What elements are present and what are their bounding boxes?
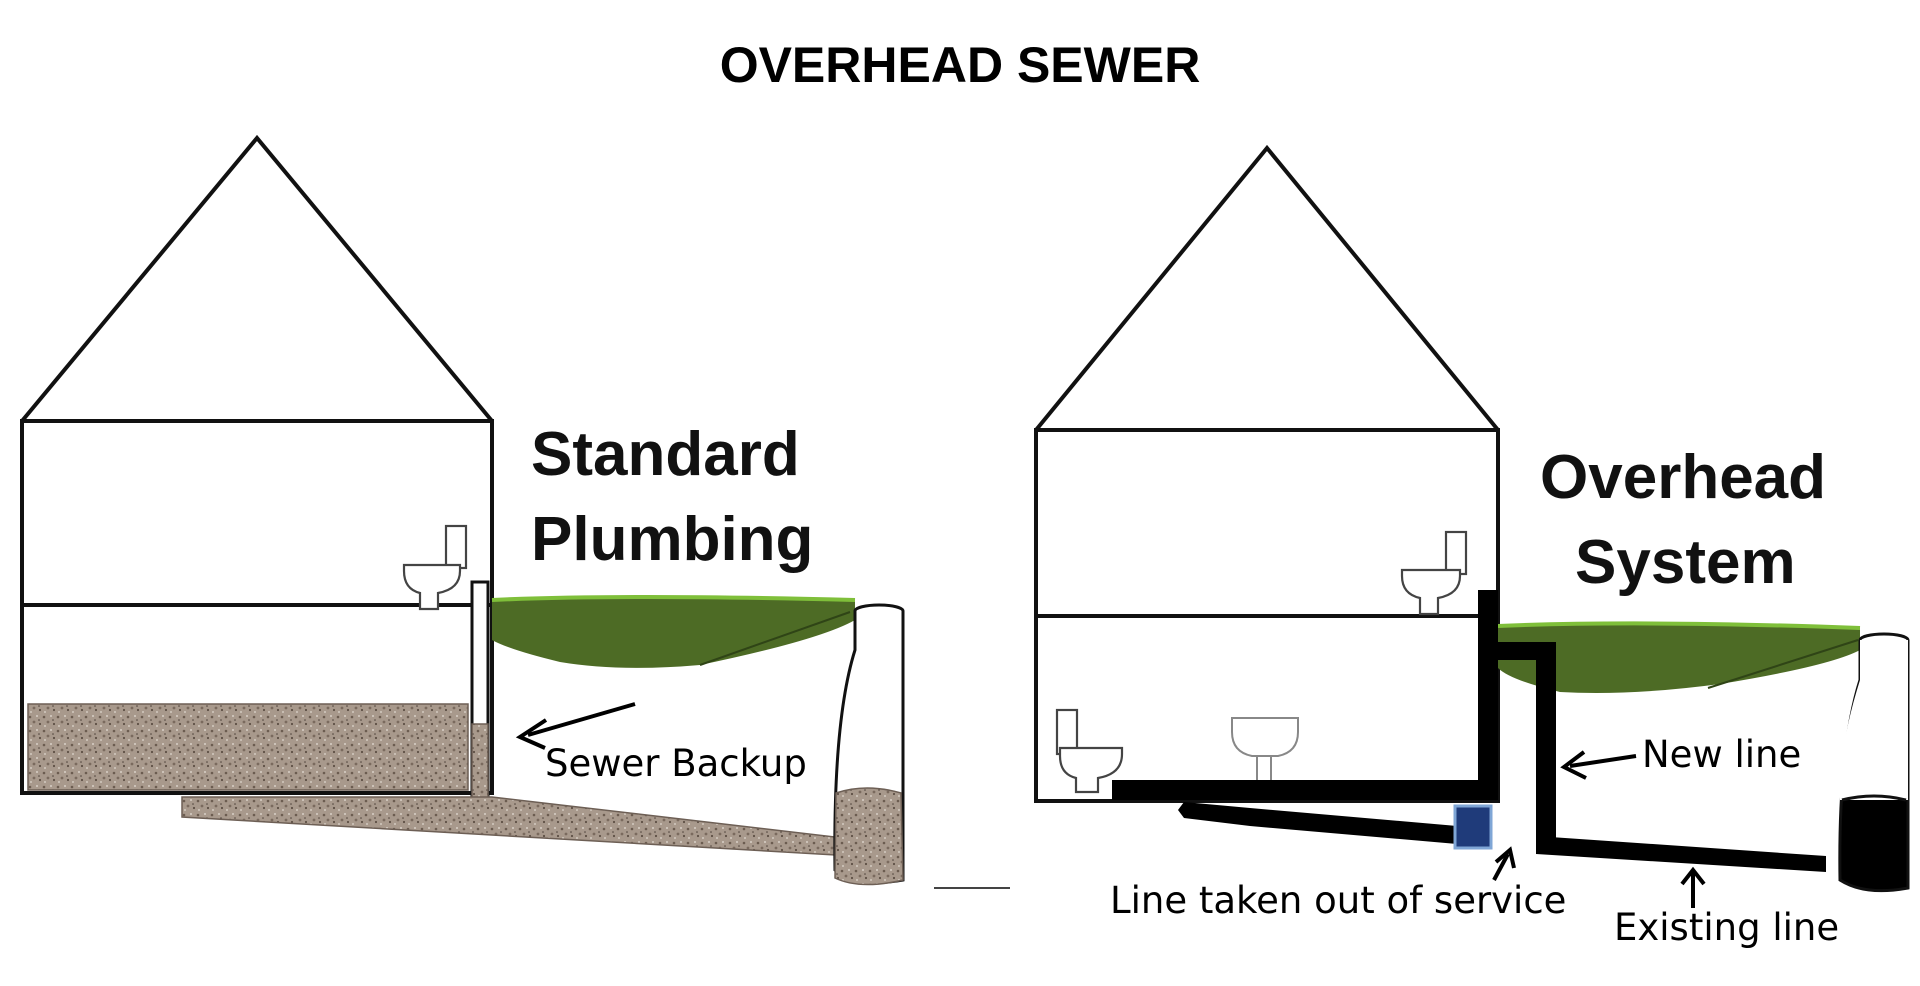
right-basement-toilet-icon [1055,708,1124,794]
standard-plumbing-panel: Standard Plumbing Sewer Backup [20,134,1010,889]
diagram-title: OVERHEAD SEWER [720,37,1201,93]
left-heading-line2: Plumbing [531,505,813,574]
right-heading-line1: Overhead [1540,443,1826,512]
left-municipal-sewer [833,603,905,886]
left-ground-edge [491,595,856,602]
left-basement-sewage [27,703,469,791]
right-municipal-sewer [1838,632,1910,893]
right-upstairs-toilet-icon [1400,530,1468,616]
new-line-label: New line [1642,733,1801,776]
left-toilet-icon [402,524,468,611]
sewer-backup-arrow [515,702,636,750]
sewer-backup-label: Sewer Backup [545,742,807,785]
left-sewer-line [181,796,836,856]
right-ground-edge [1497,621,1861,630]
left-house-roof [20,134,494,423]
backwater-valve-box [1453,804,1493,850]
taken-out-arrow [1492,846,1516,881]
existing-line-arrow [1680,866,1706,908]
taken-out-label: Line taken out of service [1110,879,1566,922]
new-overhead-line [1112,590,1826,872]
existing-line-label: Existing line [1614,906,1839,949]
right-ground [1498,624,1860,693]
left-heading-line1: Standard [531,420,800,489]
right-heading-line2: System [1575,528,1796,597]
right-basement-sink-icon [1231,717,1299,785]
overhead-system-panel: Overhead System New line Line taken out … [1034,144,1910,949]
left-ground [492,598,855,668]
new-line-arrow [1560,750,1637,780]
right-house-roof [1034,144,1500,432]
old-sewer-line [1178,802,1480,846]
